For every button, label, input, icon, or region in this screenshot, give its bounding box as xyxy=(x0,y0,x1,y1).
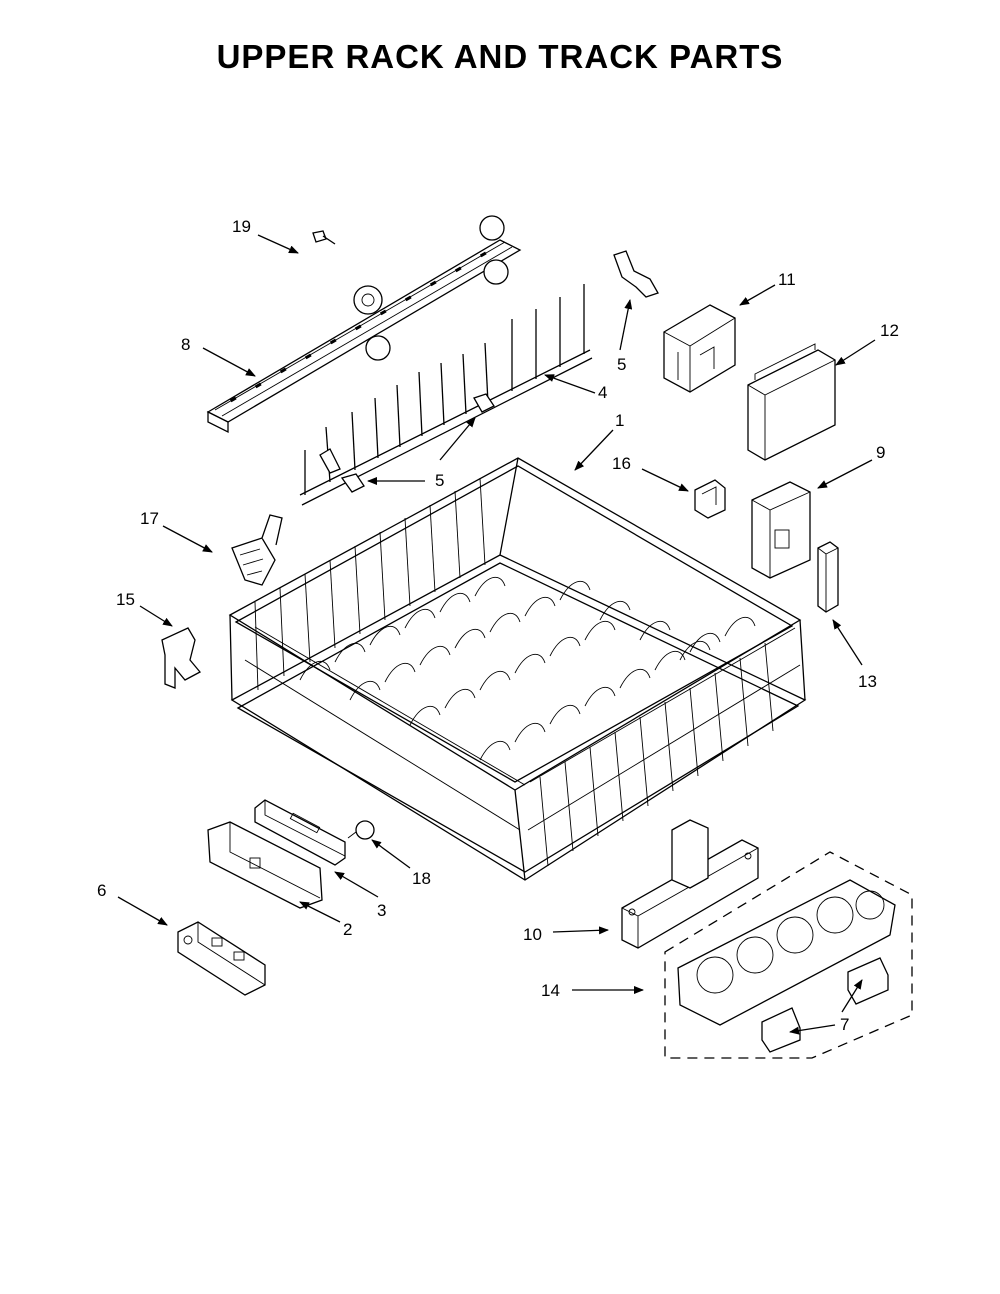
part-8-track-rail xyxy=(206,215,522,434)
callout-6: 6 xyxy=(97,881,106,900)
callout-17: 17 xyxy=(140,509,159,528)
part-3-bracket xyxy=(254,799,346,866)
part-18-knob xyxy=(347,820,375,840)
leader-lines xyxy=(117,234,876,1035)
part-15-bracket xyxy=(161,627,202,689)
part-5-clip-on-tines xyxy=(319,393,495,493)
part-19-screw xyxy=(312,230,336,245)
part-10-arm xyxy=(621,819,759,949)
callout-9: 9 xyxy=(876,443,885,462)
part-12-panel xyxy=(747,343,836,461)
callout-1: 1 xyxy=(615,411,624,430)
callout-2: 2 xyxy=(343,920,352,939)
callout-4: 4 xyxy=(598,383,607,402)
callout-14: 14 xyxy=(541,981,560,1000)
part-1-upper-rack xyxy=(228,457,807,881)
part-17-adjuster xyxy=(231,514,283,586)
part-5-clip-top xyxy=(613,250,659,298)
callout-19: 19 xyxy=(232,217,251,236)
part-13-latch xyxy=(817,541,839,613)
callout-18: 18 xyxy=(412,869,431,888)
part-7-clip-a xyxy=(761,1007,801,1053)
callout-12: 12 xyxy=(880,321,899,340)
callout-5-top: 5 xyxy=(617,355,626,374)
callout-8: 8 xyxy=(181,335,190,354)
callout-3: 3 xyxy=(377,901,386,920)
callout-13: 13 xyxy=(858,672,877,691)
part-6-clip xyxy=(177,921,266,996)
callout-15: 15 xyxy=(116,590,135,609)
part-11-bracket xyxy=(663,304,736,393)
callout-11: 11 xyxy=(778,270,796,289)
callout-10: 10 xyxy=(523,925,542,944)
page-title: UPPER RACK AND TRACK PARTS xyxy=(216,38,784,75)
callout-7: 7 xyxy=(840,1015,849,1034)
part-9-bracket xyxy=(751,481,811,579)
part-14-kit xyxy=(664,851,913,1059)
callout-5-tines: 5 xyxy=(435,471,444,490)
part-4-tine-row xyxy=(299,284,593,506)
callout-16: 16 xyxy=(612,454,631,473)
part-2-cover xyxy=(207,821,323,909)
callout-labels: 19 8 4 5 5 1 11 12 16 9 17 15 13 18 3 2 … xyxy=(97,217,899,1034)
part-16-clip xyxy=(694,479,726,519)
part-7-clip-b xyxy=(847,957,889,1005)
